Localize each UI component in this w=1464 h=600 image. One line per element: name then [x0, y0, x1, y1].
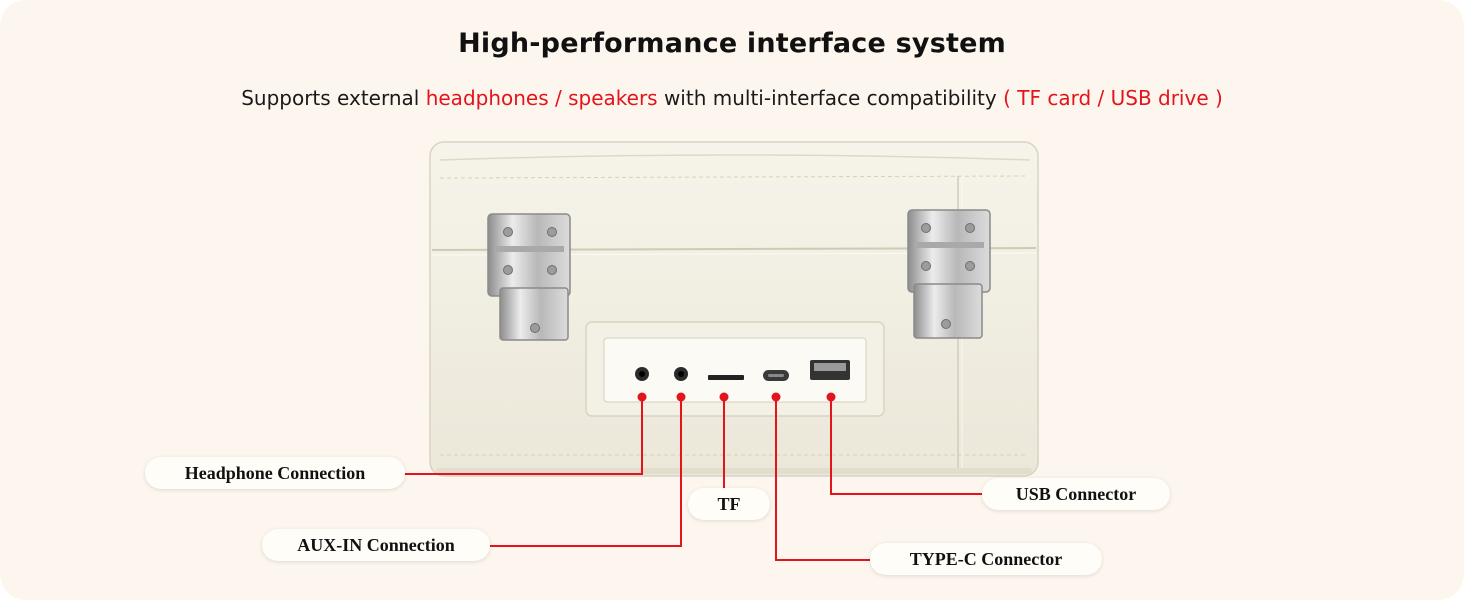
callout-aux-in-connection: AUX-IN Connection — [262, 529, 490, 561]
callout-type-c-connector: TYPE-C Connector — [870, 543, 1102, 575]
callout-dots — [637, 392, 836, 402]
port-panel — [585, 321, 885, 417]
subtitle-text-2: with multi-interface compatibility — [657, 86, 1004, 110]
page-subtitle: Supports external headphones / speakers … — [0, 86, 1464, 110]
case-body — [429, 141, 1039, 477]
subtitle-highlight-storage: ( TF card / USB drive ) — [1003, 86, 1223, 110]
left-latch — [487, 213, 571, 341]
callout-headphone-connection: Headphone Connection — [145, 457, 405, 489]
callout-usb-connector: USB Connector — [982, 478, 1170, 510]
subtitle-highlight-audio: headphones / speakers — [425, 86, 658, 110]
callout-lines — [404, 397, 982, 561]
right-latch — [907, 209, 991, 339]
callout-tf: TF — [688, 488, 770, 520]
tf-slot-icon — [708, 375, 744, 380]
page-title: High-performance interface system — [458, 28, 1006, 59]
subtitle-text-1: Supports external — [241, 86, 426, 110]
